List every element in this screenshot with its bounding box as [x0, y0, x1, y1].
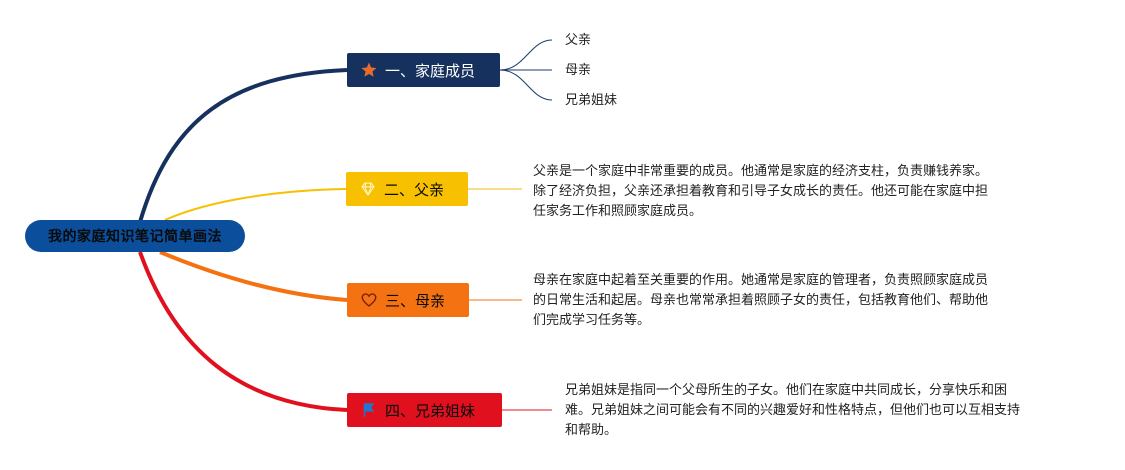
note-line: 的日常生活和起居。母亲也常常承担着照顾子女的责任，包括教育他们、帮助他: [533, 293, 989, 308]
note-line: 母亲在家庭中起着至关重要的作用。她通常是家庭的管理者，负责照顾家庭成员: [533, 273, 989, 288]
connector-root-branch-2: [164, 188, 347, 221]
heart-icon: [359, 290, 379, 310]
note-line: 和帮助。: [565, 423, 618, 438]
note-siblings[interactable]: 兄弟姐妹是指同一个父母所生的子女。他们在家庭中共同成长，分享快乐和困 难。兄弟姐…: [565, 381, 1060, 441]
branch-label: 四、兄弟姐妹: [385, 401, 476, 420]
subtopic-siblings[interactable]: 兄弟姐妹: [565, 93, 618, 108]
central-topic[interactable]: 我的家庭知识笔记简单画法: [25, 220, 245, 252]
diamond-icon: [358, 179, 378, 199]
branch-mother[interactable]: 三、母亲: [347, 283, 469, 317]
note-line: 除了经济负担，父亲还承担着教育和引导子女成长的责任。他还可能在家庭中担: [533, 184, 989, 199]
connector-branch-1-leaf-1: [499, 39, 553, 71]
note-line: 兄弟姐妹是指同一个父母所生的子女。他们在家庭中共同成长，分享快乐和困: [565, 383, 1008, 398]
note-father[interactable]: 父亲是一个家庭中非常重要的成员。他通常是家庭的经济支柱，负责赚钱养家。 除了经济…: [533, 162, 1033, 222]
flag-icon: [359, 400, 379, 420]
branch-label: 三、母亲: [385, 291, 446, 310]
note-line: 父亲是一个家庭中非常重要的成员。他通常是家庭的经济支柱，负责赚钱养家。: [533, 164, 989, 179]
subtopic-mother[interactable]: 母亲: [565, 63, 592, 78]
branch-family-members[interactable]: 一、家庭成员: [347, 53, 500, 87]
note-line: 们完成学习任务等。: [533, 313, 651, 328]
central-topic-label: 我的家庭知识笔记简单画法: [48, 229, 222, 245]
note-line: 难。兄弟姐妹之间可能会有不同的兴趣爱好和性格特点，但他们也可以互相支持: [565, 403, 1021, 418]
branch-siblings[interactable]: 四、兄弟姐妹: [347, 393, 502, 427]
connector-root-branch-3: [159, 250, 348, 302]
branch-label: 一、家庭成员: [385, 61, 476, 80]
connector-root-branch-1: [138, 68, 348, 223]
star-icon: [359, 60, 379, 80]
note-mother[interactable]: 母亲在家庭中起着至关重要的作用。她通常是家庭的管理者，负责照顾家庭成员 的日常生…: [533, 271, 1033, 331]
connector-branch-1-leaf-3: [499, 69, 553, 101]
subtopic-father[interactable]: 父亲: [565, 33, 592, 48]
note-line: 任家务工作和照顾家庭成员。: [533, 204, 703, 219]
connector-root-branch-4: [138, 251, 348, 412]
branch-father[interactable]: 二、父亲: [346, 172, 468, 206]
branch-label: 二、父亲: [384, 180, 445, 199]
